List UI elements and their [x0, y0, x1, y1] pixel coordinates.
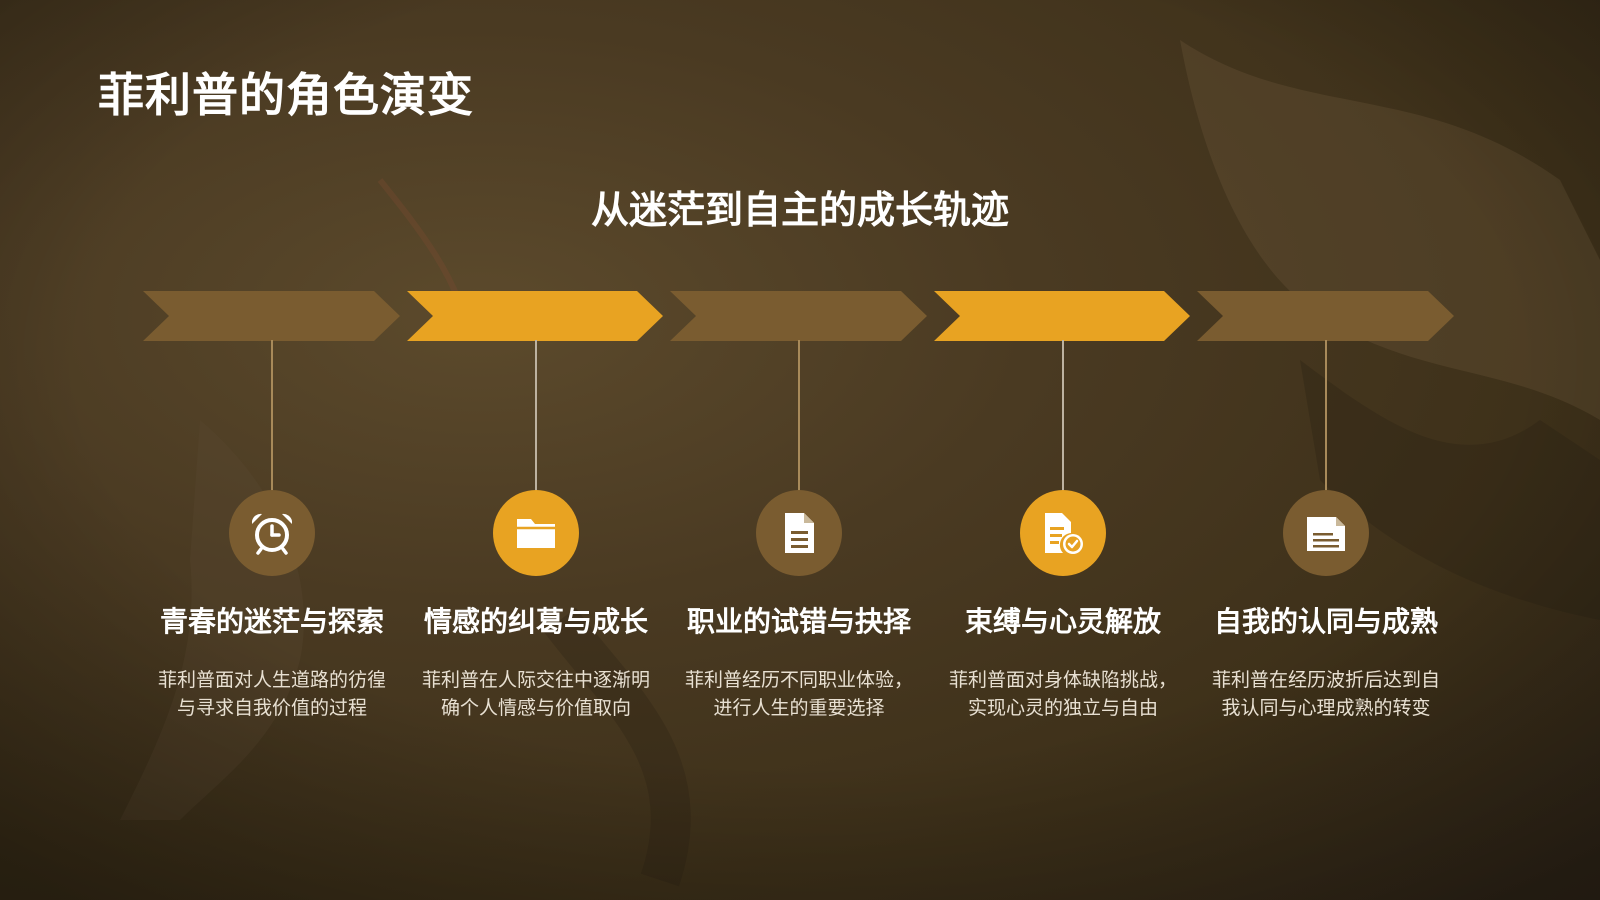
stage-icon-circle — [229, 490, 315, 576]
stage-description-line: 菲利普在人际交往中逐渐明 — [421, 669, 650, 691]
stage-title: 职业的试错与抉择 — [686, 605, 911, 638]
connector-line — [271, 340, 273, 492]
page-subtitle: 从迷茫到自主的成长轨迹 — [590, 188, 1009, 232]
stage-description-line: 进行人生的重要选择 — [713, 697, 885, 719]
file-lines-icon — [1307, 517, 1345, 551]
stage-icon-circle — [1283, 490, 1369, 576]
stage-description: 菲利普经历不同职业体验， 进行人生的重要选择 — [667, 666, 931, 722]
stage-description-line: 菲利普在经历波折后达到自 — [1211, 669, 1440, 691]
stage-5: 自我的认同与成熟 菲利普在经历波折后达到自 我认同与心理成熟的转变 — [1194, 0, 1458, 900]
stage-4: 束缚与心灵解放 菲利普面对身体缺陷挑战， 实现心灵的独立与自由 — [931, 0, 1195, 900]
connector-line — [535, 340, 537, 492]
connector-line — [1325, 340, 1327, 492]
stage-description-line: 菲利普面对人生道路的彷徨 — [157, 669, 386, 691]
stage-icon-circle — [1020, 490, 1106, 576]
stage-description-line: 菲利普面对身体缺陷挑战， — [948, 669, 1177, 691]
stage-description-line: 与寻求自我价值的过程 — [176, 697, 367, 719]
stage-title: 自我的认同与成熟 — [1213, 605, 1438, 638]
stage-description: 菲利普在经历波折后达到自 我认同与心理成熟的转变 — [1194, 666, 1458, 722]
document-check-icon — [1045, 513, 1083, 554]
stage-description-line: 确个人情感与价值取向 — [440, 697, 631, 719]
stage-description: 菲利普面对身体缺陷挑战， 实现心灵的独立与自由 — [931, 666, 1195, 722]
stage-2: 情感的纠葛与成长 菲利普在人际交往中逐渐明 确个人情感与价值取向 — [404, 0, 668, 900]
stage-title: 束缚与心灵解放 — [964, 605, 1161, 638]
connector-line — [1062, 340, 1064, 492]
stage-description-line: 实现心灵的独立与自由 — [967, 697, 1158, 719]
stage-description-line: 我认同与心理成熟的转变 — [1221, 697, 1431, 719]
connector-line — [798, 340, 800, 492]
stage-description: 菲利普在人际交往中逐渐明 确个人情感与价值取向 — [404, 666, 668, 722]
stage-description: 菲利普面对人生道路的彷徨 与寻求自我价值的过程 — [140, 666, 404, 722]
stage-description-line: 菲利普经历不同职业体验， — [684, 669, 913, 691]
alarm-clock-icon — [252, 513, 292, 555]
stage-3: 职业的试错与抉择 菲利普经历不同职业体验， 进行人生的重要选择 — [667, 0, 931, 900]
page-title: 菲利普的角色演变 — [98, 68, 474, 122]
stage-icon-circle — [493, 490, 579, 576]
document-icon — [785, 513, 814, 553]
folder-icon — [517, 519, 555, 548]
stage-title: 情感的纠葛与成长 — [423, 605, 648, 638]
stage-title: 青春的迷茫与探索 — [159, 605, 384, 638]
stage-1: 青春的迷茫与探索 菲利普面对人生道路的彷徨 与寻求自我价值的过程 — [140, 0, 404, 900]
stage-icon-circle — [756, 490, 842, 576]
